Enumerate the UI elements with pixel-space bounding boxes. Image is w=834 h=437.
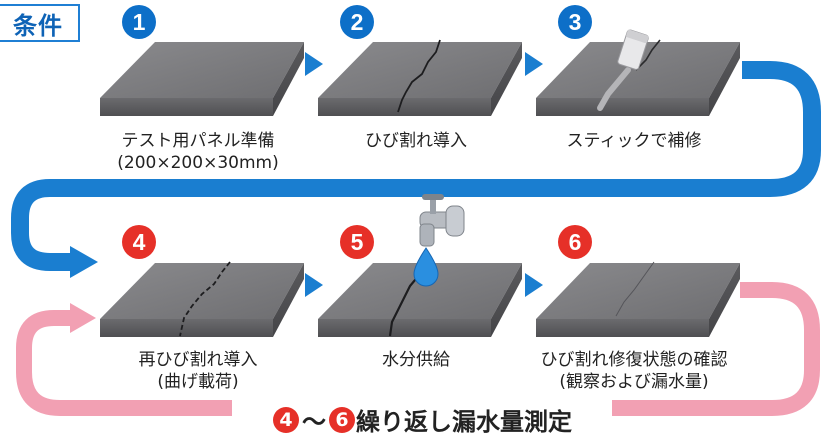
pink-arrowhead xyxy=(70,303,96,333)
pink-repeat-arrow xyxy=(16,282,820,416)
step-5-caption-line-1: 水分供給 xyxy=(382,350,450,370)
slab-panel-6 xyxy=(536,261,740,337)
condition-title-box: 条件 xyxy=(0,4,80,42)
condition-title: 条件 xyxy=(13,11,63,40)
step-number-1: 1 xyxy=(133,9,146,35)
step-5-caption: 水分供給 xyxy=(306,349,526,371)
crack-line xyxy=(397,39,441,113)
step-3-caption: スティックで補修 xyxy=(524,130,744,152)
step-1-caption-line-2: (200×200×30mm) xyxy=(117,153,279,173)
blue-connector-arrow xyxy=(10,61,821,271)
step-arrow-2-3 xyxy=(525,52,543,76)
step-arrow-5-6 xyxy=(525,273,543,297)
healed-crack-line xyxy=(615,261,655,317)
step-number-2: 2 xyxy=(351,9,364,35)
step-number-5: 5 xyxy=(351,229,364,255)
step-arrow-1-2 xyxy=(305,52,323,76)
water-drop-icon xyxy=(413,247,439,287)
step-4-caption-line-1: 再ひび割れ導入 xyxy=(138,350,258,370)
step-4-caption: 再ひび割れ導入 (曲げ載荷) xyxy=(88,349,308,393)
step-6-caption-line-1: ひび割れ修復状態の確認 xyxy=(540,350,728,370)
step-2-caption: ひび割れ導入 xyxy=(306,130,526,152)
repeat-to-number: 6 xyxy=(329,406,355,433)
repair-trail xyxy=(597,67,631,111)
step-badge-1: 1 xyxy=(122,5,156,39)
slab-panel-3 xyxy=(536,29,740,116)
step-number-4: 4 xyxy=(133,229,146,255)
step-4-caption-line-2: (曲げ載荷) xyxy=(157,372,239,392)
step-badge-5: 5 xyxy=(340,225,374,259)
recrack-line xyxy=(179,261,231,337)
repaired-crack-line xyxy=(635,39,661,71)
step-6-caption: ひび割れ修復状態の確認 (観察および漏水量) xyxy=(514,349,754,393)
repair-stick-icon xyxy=(617,29,649,70)
blue-arrowhead xyxy=(70,246,98,278)
step-6-caption-line-2: (観察および漏水量) xyxy=(559,372,709,392)
step-badge-3: 3 xyxy=(558,5,592,39)
slab-panel-4 xyxy=(100,261,304,337)
repeat-tilde: 〜 xyxy=(302,408,326,436)
repeat-from-number: 4 xyxy=(273,406,299,433)
step-3-caption-line-1: スティックで補修 xyxy=(566,131,702,151)
step-1-caption: テスト用パネル準備 (200×200×30mm) xyxy=(88,130,308,174)
step-1-caption-line-1: テスト用パネル準備 xyxy=(121,131,275,151)
step-number-6: 6 xyxy=(569,229,582,255)
step-2-caption-line-1: ひび割れ導入 xyxy=(365,131,467,151)
repeat-label: 繰り返し漏水量測定 xyxy=(356,408,572,436)
step-arrow-4-5 xyxy=(305,273,323,297)
step-badge-6: 6 xyxy=(558,225,592,259)
faucet-icon xyxy=(419,194,465,247)
step-number-3: 3 xyxy=(569,9,582,35)
repeat-measurement-title: 4 〜 6 繰り返し漏水量測定 xyxy=(232,402,612,437)
step-badge-4: 4 xyxy=(122,225,156,259)
slab-panel-2 xyxy=(318,39,522,116)
slab-panel-1 xyxy=(100,42,304,116)
step-badge-2: 2 xyxy=(340,5,374,39)
